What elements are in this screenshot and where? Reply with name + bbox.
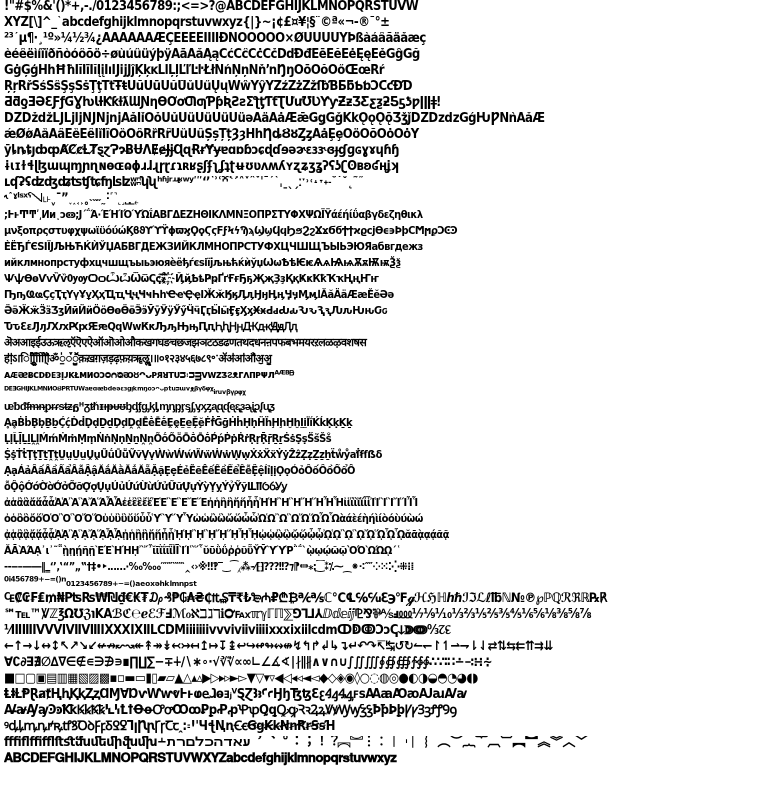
glyph-line: ὀὁὂὃὄὅὈὉὊὋὌὍὐὑὒὓὔὕὖὗὙὛὝὟὠὡὢὣὤὥὦὧὨὩὪὫὬὭὮὯ… (4, 512, 423, 525)
glyph-line: XYZ[\]^_`abcdefghijklmnopqrstuvwxyz{|}~¡… (4, 16, 390, 30)
glyph-line: ∀∁∂∃∄∅∆∇∈∉∊∋∌∍∎∏∐∑−∓∔∕∖∗∘∙√∛∜∝∞∟∠∡∢∣∤∥∦∧… (4, 656, 493, 670)
glyph-line: ²³´µ¶·¸¹º»¼½¾¿ÀÁÂÃÄÅÆÇÈÉÊËÌÍÎÏÐÑÒÓÔÕÖ×ØÙ… (4, 32, 426, 46)
glyph-line: हऺऻ़ऽािीुूृॄॅॆेैॉॊोौ्ॎॏॐ॒॑॓॔ॕॖॗक़ख़ग़ज़ड… (4, 352, 272, 365)
glyph-line: ₠₡₢₣₤₥₦₧₨₩₪₫€₭₮₯₰₱₲₳₴₵₶₷₸₹₺₻₼₽₾₿℀℁ℂ℃℄℅℆ℇ… (4, 592, 608, 606)
glyph-line: ←↑→↓↔↕↖↗↘↙↚↛↜↝↞↟↠↡↢↣↤↥↦↧↨↩↪↫↬↭↮↯↰↱↲↳↴↵↶↷… (4, 640, 553, 654)
glyph-line: ẠạẢảẤấẦầẨẩẪẫẬậẮắẰằẲẳẴẵẶặẸẹẺẻẼẽẾếỀềỂểỄễỆệ… (4, 464, 355, 477)
glyph-line: ˞˟ˠˡˢˣˤ˥˦˧˨˩˪˫ˬ˭ˮ˯˰˱˲˳˴˵˶˷˸˹˺˻˼˽˾˿ (4, 192, 139, 206)
glyph-line: ƋƌƍƎƏƐƑƒƓƔƕƖƗƘƙƚƛƜƝƞƟƠơƢƣƤƥƦƧƨƩƪƫƬƭƮƯưƱƲ… (4, 96, 441, 110)
glyph-line: ℠℡™℣ℤ℥Ω℧ℨ℩KÅℬℭ℮ℯℰℱℲℳℴℵℶℷℸℹ℺℻ℼℽℾℿ⅀⅁⅂⅃⅄ⅅⅆⅇ… (4, 608, 592, 622)
glyph-line: ﬀﬁﬂﬃﬄﬅﬆﬓﬔﬕﬖﬗ﬩ﬠﬡﬢﬣﬤﬥﬦﬧﬨ︐︑︒︓︔︕︖︗︘︙︰︱︲︳︴︵︶︷… (4, 736, 588, 750)
glyph-line: ἀἁἂἃἄἅἆἇἈἉἊἋἌἍἎἏἐἑἒἓἔἕἘἙἚἛἜἝἠἡἢἣἤἥἦἧἨἩἪἫ… (4, 496, 418, 509)
glyph-line: 𝐀𝐁𝐂𝐃𝐄𝐅𝐆𝐇𝐈𝐉𝐊𝐋𝐌𝐍𝐎𝐏𝐐𝐑𝐒𝐓𝐔𝐕𝐖𝐗𝐘𝐙𝐚𝐛𝐜𝐝𝐞𝐟𝐠𝐡𝐢𝐣𝐤𝐥𝐦𝐧… (4, 752, 397, 766)
glyph-line: ḀḁḂḃḄḅḆḇḈḉḊḋḌḍḎḏḐḑḒḓḔḕḖḗḘḙḚḛḜḝḞḟḠḡḢḣḤḥḦḧ… (4, 416, 353, 429)
glyph-line: ꜺꜻꜼꜽꜾꜿꝀꝁꝂꝃꝄꝅꝆꝇꝈꝉꝊꝋꝌꝍꝎꝏꝐꝑꝒꝓꝔꝕꝖꝗꝘꝙꝚꝛꝜꝝꝞꝟꝠꝡ… (4, 704, 457, 718)
glyph-line: ʟʠʡʢʣʤʥʦʧʨʩʪʫʬʭʮʯʰʱʲʳʴʵʶʷʸʹʺʻʼʽʾʿˀˁ˂˃˄˅ˆ… (4, 176, 364, 190)
glyph-line: ȳȴȵȶȷȸȹȺȻȼȽȾȿɀɁɂɃɄɅɆɇɈɉɊɋɌɍɎɏɐɑɒɓɔɕɖɗɘəɚ… (4, 144, 400, 158)
glyph-line: ■□▢▣▤▥▦▧▨▩▪▫▬▭▮▯▰▱▲△▴▵▶▷▸▹►▻▼▽▾▿◀◁◂◃◄◅◆◇… (4, 672, 478, 686)
glyph-line: ɨɩɪɫɬɭɮɯɰɱɲɳɴɵɶɷɸɹɺɻɼɽɾɿʀʁʂʃʄʅʆʇʈʉʊʋʌʍʎʏ… (4, 160, 399, 174)
glyph-line: ꝰꝱꝲꝳꝴꝵꝶꝷꝸꝹꝺꝻꝼꝽꝾꝿꞀꞁꞂꞃꞄꞅꞆꞇꞈ꞉꞊ꞋꞌꞍꞎꞐꞑꞒꞓꞠꞡꞢꞣꞤ… (4, 720, 336, 734)
glyph-line: ӚӛӜӝӞӟӠӡӢӣӤӥӦӧӨөӪӫӬӭӮӯӰӱӲӳӴӵӶӷӸӹӺӻӼӽӾӿԀԁ… (4, 304, 388, 317)
glyph-line: ⁰ⁱ⁴⁵⁶⁷⁸⁹⁺⁻⁼⁽⁾ⁿ₀₁₂₃₄₅₆₇₈₉₊₋₌₍₎ₐₑₒₓₔₕₖₗₘₙₚ… (4, 576, 197, 590)
glyph-line: ᾀᾁᾂᾃᾄᾅᾆᾇᾈᾉᾊᾋᾌᾍᾎᾏᾐᾑᾒᾓᾔᾕᾖᾗᾘᾙᾚᾛᾜᾝᾞᾟᾠᾡᾢᾣᾤᾥᾦᾧ… (4, 528, 449, 541)
glyph-line: ЀЁЂЃЄЅІЇЈЉЊЋЌЍЎЏАБВГДЕЖЗИЙКЛМНОПРСТУФХЦЧ… (4, 240, 423, 253)
glyph-line: ỗỘộỚớỜờỞởỠỡỢợỤụỦủỨứỪừỬửỮữỰựỲỳỴỵỶỷỸỹỺỻỼỽỾ… (4, 480, 287, 493)
glyph-line: ǽǾǿȀȁȂȃȄȅȆȇȈȉȊȋȌȍȎȏȐȑȒȓȔȕȖȗȘșȚțȜȝȞȟȠȡȢȣȤ… (4, 128, 419, 142)
glyph-line: ĠġĢģĤĥĦħĨĩĪīĬĭĮįİıĲĳĴĵĶķĸĹĺĻļĽľĿŀŁłŃńŅņŇ… (4, 64, 385, 78)
glyph-line: ѰѱѲѳѴѵѶѷѸѹѺѻѼѽѾѿҀҁ҂҃҄҅҆҇҈҉ҊҋҌҍҎҏҐґҒғҔҕҖҗ… (4, 272, 379, 285)
glyph-line: ᾸᾹᾺΆᾼ᾽ι᾿῀῁ῂῃῄῆῇῈΈῊΉῌ῍῎῏ῐῑῒΐῖῗῘῙῚΊ῝῞῟ῠῡῢΰ… (4, 544, 401, 557)
glyph-line: ⱠⱡⱢⱣⱤⱥⱦⱧⱨⱩⱪⱫⱬⱭⱮⱯⱰⱱⱲⱳⱴⱵⱶⱷⱸⱹⱺⱻⱼⱽⱾⱿꜢꜣꜤꜥꜦꜧꜨꜩ… (4, 688, 467, 702)
glyph-line: èéêëìíîïðñòóôõö÷øùúûüýþÿĀāĂăĄąĆćĈĉĊċČčĎď… (4, 48, 420, 62)
glyph-line: μνξοπρςστυφχψωϊϋόύώϏϐϑϒϓϔϕϖϗϘϙϚϛϜϝϞϟϠϡϢϣ… (4, 224, 458, 237)
glyph-line: ᴰᴱᴲᴳᴴᴵᴶᴷᴸᴹᴺᴻᴼᴽᴾᴿᵀᵁᵂᵃᵄᵅᵆᵇᵈᵉᵊᵋᵌᵍᵎᵏᵐᵑᵒᵓᵔᵕᵖᵗ… (4, 384, 246, 397)
glyph-line: ийклмнопрстуфхцчшщъыьэюяѐёђѓєѕіїјљњћќѝўџ… (4, 256, 401, 269)
glyph-line: ŖŗŘřŚśŜŝŞşŠšŢţŤťŦŧŨũŪūŬŭŮůŰűŲųŴŵŶŷŸŹźŻżŽ… (4, 80, 413, 94)
glyph-line: ṨṩṪṫṬṭṮṯṰṱṲṳṴṵṶṷṸṹṺṻṼṽṾṿẀẁẂẃẄẅẆẇẈẉẊẋẌẍẎẏ… (4, 448, 382, 461)
glyph-line: ḶḷḸḹḺḻḼḽḾḿṀṁṂṃṄṅṆṇṈṉṊṋṌṍṎṏṐṑṒṓṔṕṖṗṘṙṚṛṜṝ… (4, 432, 332, 445)
glyph-line: ԎԏԐԑԒԓԔԕԖԗԘԙԚԛԜԝԞԟԠԡԢԣԤԥԦԧԨԩԪԫԬԭԮԯ (4, 320, 298, 333)
glyph-line: !"#$%&'()*+,-./0123456789:;<=>?@ABCDEFGH… (4, 0, 419, 14)
glyph-line: ‐‑‒–—―‖‗‘’‚‛“”„‟†‡•‣․‥…‧‰‱′″‴‵‶‷‸‹›※‼‽‾‿… (4, 560, 414, 573)
glyph-line: ;ͰͱͲͳʹ͵Ͷͷͺͻͼͽ;Ϳ΄΅Ά·ΈΉΊΌΎΏΐΑΒΓΔΕΖΗΘΙΚΛΜΝΞ… (4, 208, 423, 221)
glyph-line: ǄǅǆǇǈǉǊǋǌǍǎǏǐǑǒǓǔǕǖǗǘǙǚǛǜǝǞǟǠǡǢǣǤǥǦǧǨǩǪǫ… (4, 112, 545, 126)
glyph-line: ⅟ⅠⅡⅢⅣⅤⅥⅦⅧⅨⅩⅪⅫⅬⅭⅮⅯⅰⅱⅲⅳⅴⅵⅶⅷⅸⅹⅺⅻⅼⅽⅾⅿↀↁↂↃↄↅↆ… (4, 624, 451, 638)
glyph-line: ᴀᴁᴂᴃᴄᴅᴆᴇᴈᴉᴊᴋᴌᴍᴎᴏᴐᴑᴒᴓᴔᴕᴖᴗᴘᴙᴚᴛᴜᴝᴞᴟᴠᴡᴢᴣᴤᴥᴦᴧ… (4, 368, 294, 381)
glyph-line: ऄअआइईउऊऋऌऍऎएऐऑऒओऔकखगघङचछजझञटठडढणतथदधनऩपफ… (4, 336, 367, 349)
glyph-line: ᵫᵬᵭᵮᵯᵰᵱᵲᵳᵴᵵᵶᵷᵸᵹᵺᵻᵼᵽᵾᵿᶀᶁᶂᶃᶄᶅᶆᶇᶈᶉᶊᶋᶌᶍᶎᶏᶐᶑᶒ… (4, 400, 275, 413)
glyph-line: ҦҧҨҩҪҫҬҭҮүҰұҲҳҴҵҶҷҸҹҺһҼҽҾҿӀӁӂӃӄӅӆӇӈӉӊӋӌӍ… (4, 288, 394, 301)
